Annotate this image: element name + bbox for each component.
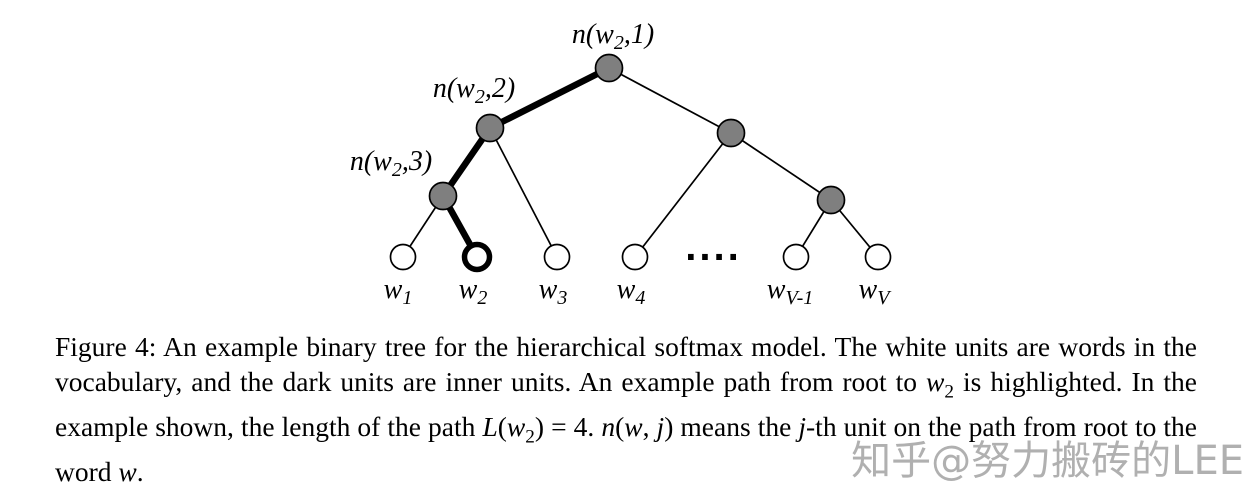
tree-edge-right-w4 <box>634 132 732 258</box>
caption-segment: ) = 4. <box>534 410 602 442</box>
leaf-label-w1: w1 <box>384 274 413 309</box>
caption-segment: -th unit on the path from root to the wo… <box>55 410 1197 487</box>
caption-segment: w <box>926 365 945 397</box>
leaf-node-w3 <box>543 243 571 271</box>
leaf-node-w1 <box>389 243 417 271</box>
tree-edge-right-rr <box>730 132 832 201</box>
inner-node-n-w2-2-label: n(w2,2) <box>433 73 515 108</box>
leaf-label-wV: wV <box>859 274 893 309</box>
tree-edge-n2-w3 <box>489 127 558 258</box>
leaf-label-wV-1: wV-1 <box>767 274 813 309</box>
leaf-node-wV-1 <box>782 243 810 271</box>
root-node-label: n(w2,1) <box>572 19 654 54</box>
caption-segment: w <box>118 455 137 487</box>
root-node <box>594 53 624 83</box>
caption-segment: ) means the <box>664 410 799 442</box>
leaf-label-w2: w2 <box>459 274 488 309</box>
inner-node-n-w2-2 <box>475 113 505 143</box>
figure-caption: Figure 4: An example binary tree for the… <box>55 330 1197 489</box>
leaf-node-w4 <box>621 243 649 271</box>
ellipsis-dots: .... <box>685 230 742 268</box>
caption-segment: w <box>506 410 526 442</box>
binary-tree-svg: n(w2,1) n(w2,2) n(w2,3) w1 w2 w3 w4 wV-1… <box>350 19 893 309</box>
inner-node-right <box>716 118 746 148</box>
caption-segment: 2 <box>525 426 535 447</box>
inner-node-n-w2-3 <box>428 181 458 211</box>
caption-segment: Figure 4: An example binary tree for the… <box>55 331 1197 397</box>
caption-segment: w <box>624 410 643 442</box>
caption-segment: . <box>136 455 144 487</box>
highlighted-edge-root-n2 <box>486 64 613 132</box>
caption-segment: j <box>798 410 807 442</box>
leaf-node-wV <box>864 243 892 271</box>
caption-segment: ( <box>615 410 625 442</box>
inner-node-right-right <box>816 185 846 215</box>
caption-segment: is highlighted. In the example shown, th… <box>55 365 1197 442</box>
leaf-label-w3: w3 <box>539 274 568 309</box>
caption-segment: j <box>656 410 665 442</box>
caption-segment: , <box>642 410 657 442</box>
caption-segment: L <box>482 410 498 442</box>
tree-edge-root-right <box>608 67 732 134</box>
caption-segment: ( <box>497 410 507 442</box>
caption-segment: 2 <box>944 381 954 402</box>
leaf-node-w2-highlighted <box>461 241 493 273</box>
inner-node-n-w2-3-label: n(w2,3) <box>350 146 432 181</box>
leaf-label-w4: w4 <box>617 274 646 309</box>
caption-segment: n <box>601 410 616 442</box>
